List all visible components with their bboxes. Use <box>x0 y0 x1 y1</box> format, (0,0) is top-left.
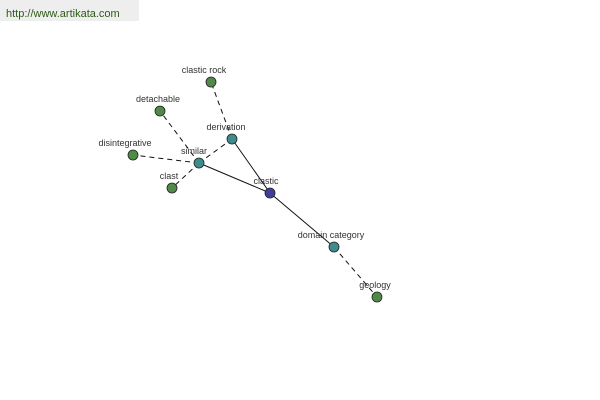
node-clastic[interactable] <box>264 187 276 199</box>
graph-edges <box>132 81 378 298</box>
edge-similar-derivation <box>198 138 233 164</box>
edge-similar-disintegrative <box>132 154 200 164</box>
node-clast[interactable] <box>166 182 178 194</box>
url-banner[interactable]: http://www.artikata.com <box>0 0 139 21</box>
node-disintegrative[interactable] <box>127 149 139 161</box>
node-label-derivation[interactable]: derivation <box>206 122 245 132</box>
edge-clastic-domain-category <box>269 192 335 248</box>
node-derivation[interactable] <box>226 133 238 145</box>
node-domain-category[interactable] <box>328 241 340 253</box>
edge-derivation-clastic-rock <box>210 81 233 140</box>
url-link[interactable]: http://www.artikata.com <box>6 8 120 20</box>
node-detachable[interactable] <box>154 105 166 117</box>
node-label-similar[interactable]: similar <box>181 146 207 156</box>
node-geology[interactable] <box>371 291 383 303</box>
edge-domain-category-geology <box>333 246 378 298</box>
node-label-domain-category[interactable]: domain category <box>298 230 365 240</box>
node-label-clastic-rock[interactable]: clastic rock <box>182 65 227 75</box>
node-similar[interactable] <box>193 157 205 169</box>
node-label-clast[interactable]: clast <box>160 171 179 181</box>
node-label-clastic[interactable]: clastic <box>253 176 279 186</box>
node-clastic-rock[interactable] <box>205 76 217 88</box>
node-label-disintegrative[interactable]: disintegrative <box>98 138 151 148</box>
node-label-detachable[interactable]: detachable <box>136 94 180 104</box>
edge-clastic-similar <box>198 162 271 194</box>
edge-similar-clast <box>171 162 200 189</box>
graph-labels: clastic similar derivation domain category c… <box>98 65 391 290</box>
node-label-geology[interactable]: geology <box>359 280 391 290</box>
edge-clastic-derivation <box>231 138 271 194</box>
edge-similar-detachable <box>159 110 200 164</box>
graph-nodes <box>127 76 383 303</box>
